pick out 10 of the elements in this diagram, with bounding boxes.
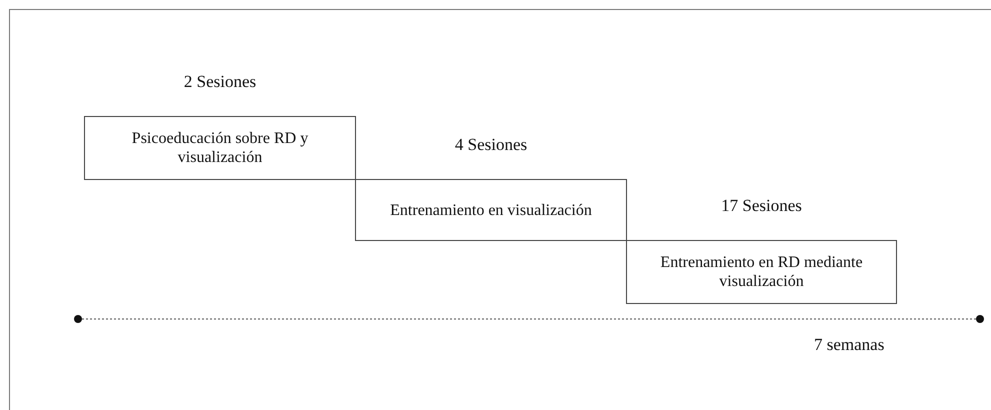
timeline-line: [82, 318, 976, 320]
duration-label: 7 semanas: [814, 335, 884, 355]
phase-box: Entrenamiento en visualización: [355, 179, 627, 241]
phase-box: Entrenamiento en RD mediante visualización: [626, 240, 897, 304]
timeline-dot: [74, 315, 82, 323]
timeline-dot: [976, 315, 984, 323]
session-count-label: 4 Sesiones: [454, 135, 528, 155]
phase-box: Psicoeducación sobre RD y visualización: [84, 116, 356, 180]
session-count-label: 2 Sesiones: [182, 72, 258, 92]
session-count-label: 17 Sesiones: [720, 196, 803, 216]
